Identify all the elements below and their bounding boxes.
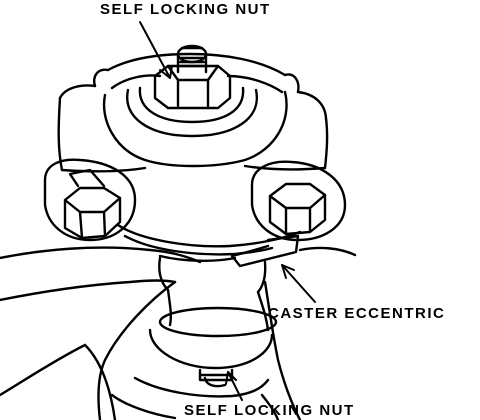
arrow-top-nut bbox=[159, 65, 173, 79]
right-bolt bbox=[250, 160, 347, 242]
arrow-bottom-nut bbox=[225, 371, 237, 385]
label-bottom-self-locking-nut: SELF LOCKING NUT bbox=[184, 402, 355, 419]
leader-top-nut bbox=[139, 21, 171, 79]
leader-lines bbox=[139, 21, 316, 401]
label-caster-eccentric: CASTER ECCENTRIC bbox=[268, 305, 446, 322]
ball-joint-housing bbox=[110, 256, 280, 420]
label-top-self-locking-nut: SELF LOCKING NUT bbox=[100, 1, 271, 18]
leader-caster bbox=[281, 264, 316, 303]
top-self-locking-nut bbox=[125, 44, 259, 138]
left-bolt bbox=[43, 158, 137, 242]
leader-bottom-nut bbox=[227, 371, 243, 401]
arrow-caster bbox=[281, 264, 295, 279]
caster-eccentric-plate bbox=[116, 223, 302, 268]
control-arm bbox=[0, 246, 357, 420]
upper-mount-body bbox=[57, 52, 329, 173]
